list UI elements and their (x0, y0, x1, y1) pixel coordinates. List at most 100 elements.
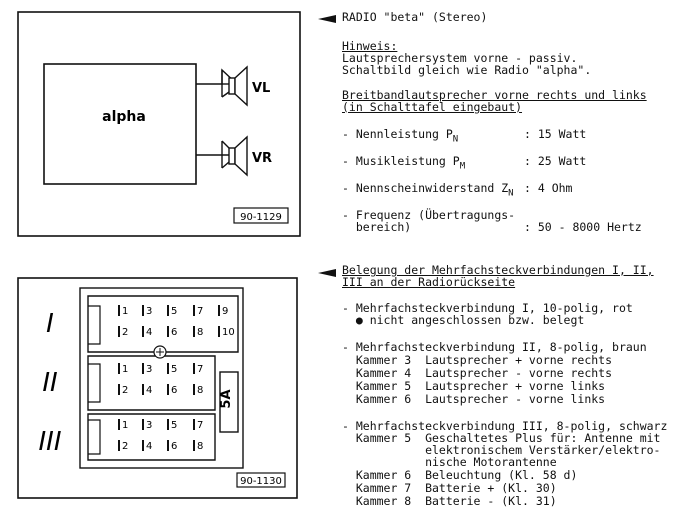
speaker-vr-label: VR (252, 151, 272, 166)
pin-label: 5 (171, 364, 177, 375)
diagram1-reference: 90-1129 (240, 212, 282, 223)
radio-title: RADIO "beta" (Stereo) (342, 10, 488, 24)
fuse-holder (219, 371, 239, 433)
pin-contact-icon (118, 384, 120, 395)
pin-label: 9 (222, 306, 228, 317)
pin-label: 1 (122, 306, 128, 317)
spec-frequency-label-1: - Frequenz (Übertragungs- (342, 208, 516, 222)
spec-nominal-power-value: : 15 Watt (524, 127, 587, 141)
alpha-unit-box (43, 63, 197, 185)
pin-label: 3 (146, 420, 152, 431)
connector-i-line-1: - Mehrfachsteckverbindung I, 10-polig, r… (342, 301, 633, 315)
connector-ii-line-1: - Mehrfachsteckverbindung II, 8-polig, b… (342, 340, 647, 354)
pin-contact-icon (167, 363, 169, 374)
pin-label: 6 (171, 327, 177, 338)
pin-label: 2 (122, 327, 128, 338)
diagram2-reference: 90-1130 (240, 476, 282, 487)
pin-label: 4 (146, 385, 152, 396)
speaker-heading-2: (in Schalttafel eingebaut) (342, 100, 523, 114)
pin-label: 4 (146, 441, 152, 452)
pointer-arrow-icon (318, 15, 336, 23)
pin-label: 2 (122, 441, 128, 452)
roman-i: I (46, 309, 54, 339)
diagram2-frame (17, 277, 298, 499)
pin-contact-icon (142, 384, 144, 395)
connector-iii-line-3: elektronischem Verstärker/elektro- (342, 443, 661, 457)
pin-label: 4 (146, 327, 152, 338)
pin-contact-icon (193, 326, 195, 337)
pin-contact-icon (193, 363, 195, 374)
spec-music-power-value: : 25 Watt (524, 154, 587, 168)
speaker-vl-label: VL (252, 81, 270, 96)
speaker-heading-1: Breitbandlautsprecher vorne rechts und l… (342, 88, 647, 102)
pin-label: 5 (171, 420, 177, 431)
connector-ii-line-5: Kammer 6 Lautsprecher - vorne links (342, 392, 606, 406)
connector-ii-outline (87, 355, 216, 411)
pin-contact-icon (193, 384, 195, 395)
pin-label: 5 (171, 306, 177, 317)
connector-ii-line-3: Kammer 4 Lautsprecher - vorne rechts (342, 366, 613, 380)
roman-ii: II (42, 368, 57, 398)
spec-nominal-power-label: - Nennleistung PN (342, 127, 459, 145)
connector-heading-2: III an der Radiorückseite (342, 275, 516, 289)
pin-contact-icon (193, 419, 195, 430)
pin-contact-icon (142, 326, 144, 337)
connector-heading-1: Belegung der Mehrfachsteckverbindungen I… (342, 263, 654, 277)
pointer-arrow-icon (318, 269, 336, 277)
fuse-label: 5A (219, 389, 234, 408)
pin-label: 2 (122, 385, 128, 396)
pin-contact-icon (218, 305, 220, 316)
pin-contact-icon (118, 326, 120, 337)
pin-contact-icon (167, 326, 169, 337)
pin-contact-icon (193, 440, 195, 451)
spec-frequency-value: : 50 - 8000 Hertz (524, 220, 642, 234)
connector-i-outline (87, 295, 239, 353)
pin-label: 3 (146, 364, 152, 375)
speaker-vl-icon (228, 65, 248, 107)
diagram1-frame (17, 11, 301, 237)
pin-label: 8 (197, 327, 203, 338)
hint-line-1: Lautsprechersystem vorne - passiv. (342, 51, 578, 65)
connector-i-line-2: ● nicht angeschlossen bzw. belegt (342, 313, 585, 327)
connector-iii-line-4: nische Motorantenne (342, 455, 557, 469)
pin-label: 8 (197, 385, 203, 396)
pin-label: 7 (197, 364, 203, 375)
pin-contact-icon (167, 419, 169, 430)
pin-contact-icon (118, 363, 120, 374)
connector-iii-line-5: Kammer 6 Beleuchtung (Kl. 58 d) (342, 468, 578, 482)
pin-label: 3 (146, 306, 152, 317)
radio-alpha-diagram: alpha VL VR 90-1129 (17, 11, 301, 237)
pin-contact-icon (142, 419, 144, 430)
pin-contact-icon (167, 384, 169, 395)
roman-iii: III (38, 427, 61, 457)
pin-contact-icon (142, 363, 144, 374)
connector-iii-line-1: - Mehrfachsteckverbindung III, 8-polig, … (342, 419, 668, 433)
pin-contact-icon (167, 440, 169, 451)
pin-contact-icon (142, 440, 144, 451)
connector-iii-line-6: Kammer 7 Batterie + (Kl. 30) (342, 481, 557, 495)
pin-contact-icon (142, 305, 144, 316)
pin-label: 1 (122, 420, 128, 431)
spec-frequency-label-2: bereich) (342, 220, 412, 234)
pin-contact-icon (118, 419, 120, 430)
pin-label: 10 (222, 327, 235, 338)
spec-impedance-label: - Nennscheinwiderstand ZN (342, 181, 514, 199)
pin-label: 1 (122, 364, 128, 375)
pin-label: 7 (197, 306, 203, 317)
pin-label: 6 (171, 385, 177, 396)
pin-label: 7 (197, 420, 203, 431)
pin-contact-icon (167, 305, 169, 316)
pin-contact-icon (193, 305, 195, 316)
connector-iii-line-2: Kammer 5 Geschaltetes Plus für: Antenne … (342, 431, 661, 445)
pin-label: 8 (197, 441, 203, 452)
connector-iii-line-7: Kammer 8 Batterie - (Kl. 31) (342, 494, 557, 508)
spec-impedance-value: : 4 Ohm (524, 181, 573, 195)
hint-line-2: Schaltbild gleich wie Radio "alpha". (342, 63, 592, 77)
spec-music-power-label: - Musikleistung PM (342, 154, 466, 172)
connector-ii-line-4: Kammer 5 Lautsprecher + vorne links (342, 379, 606, 393)
pin-contact-icon (118, 440, 120, 451)
pin-contact-icon (218, 326, 220, 337)
pin-contact-icon (118, 305, 120, 316)
